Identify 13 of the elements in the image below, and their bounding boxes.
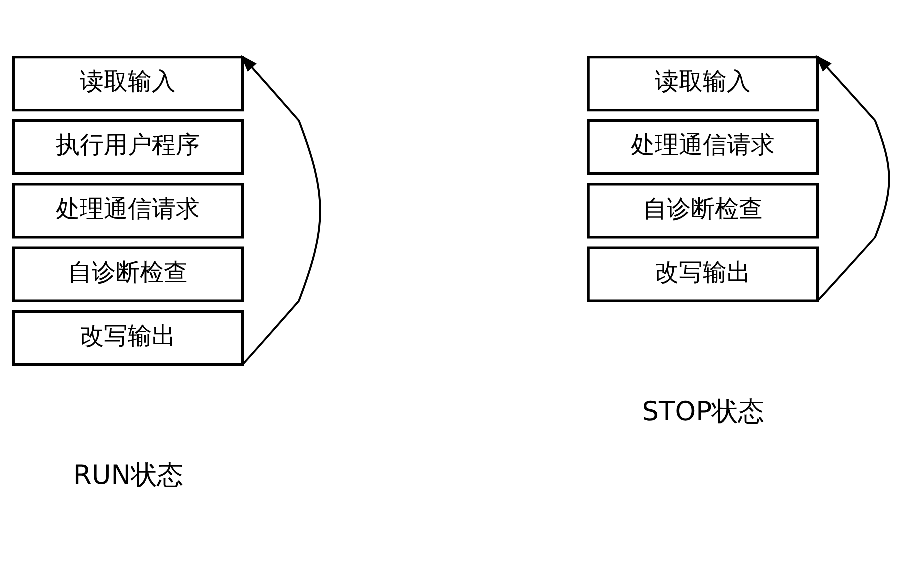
label: RUN状态 (73, 460, 184, 491)
node-box: 读取输入 (587, 56, 820, 112)
node-box: 自诊断检查 (587, 183, 820, 239)
node-box: 处理通信请求 (12, 183, 244, 239)
node-box: 改写输出 (587, 246, 820, 302)
node-box: 读取输入 (12, 56, 244, 112)
arrow (816, 55, 890, 302)
node-box: 改写输出 (12, 310, 244, 366)
node-box: 处理通信请求 (587, 120, 820, 176)
arrow (240, 55, 322, 366)
node-box: 自诊断检查 (12, 246, 244, 302)
node-box: 执行用户程序 (12, 120, 244, 176)
label: STOP状态 (642, 396, 764, 428)
